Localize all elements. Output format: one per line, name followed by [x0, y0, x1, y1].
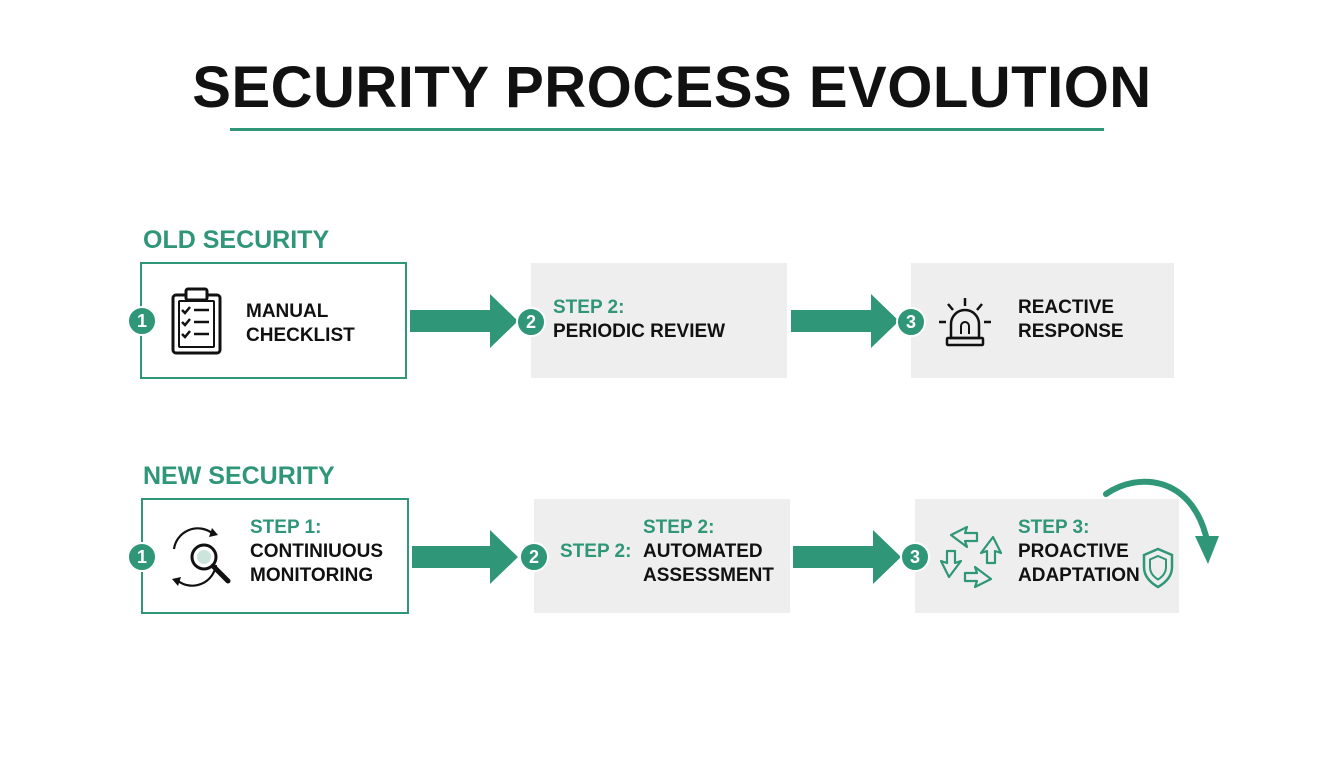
- old-step-3-line1: REACTIVE: [1018, 297, 1115, 318]
- page-title: SECURITY PROCESS EVOLUTION: [192, 55, 1152, 120]
- new-step-1-line2: MONITORING: [250, 565, 374, 586]
- magnifier-cycle-icon: [164, 525, 238, 589]
- new-security-label: NEW SECURITY: [143, 462, 335, 490]
- old-step-3-card: [911, 263, 1174, 378]
- new-step-3-heading: STEP 3:: [1018, 517, 1090, 538]
- new-step-2-line2: ASSESSMENT: [643, 565, 774, 586]
- old-step-2-heading: STEP 2:: [553, 297, 625, 318]
- curved-loop-arrow-icon: [1098, 474, 1224, 570]
- new-step-1-heading: STEP 1:: [250, 517, 322, 538]
- old-step-3-line2: RESPONSE: [1018, 321, 1124, 342]
- new-step-1-line1: CONTINIUOUS: [250, 541, 383, 562]
- arrow-right-icon: [791, 294, 899, 348]
- new-step-3-line2: ADAPTATION: [1018, 565, 1140, 586]
- old-security-label: OLD SECURITY: [143, 226, 330, 254]
- cycle-arrows-icon: [935, 521, 1007, 593]
- alarm-siren-icon: [937, 296, 993, 350]
- clipboard-checklist-icon: [170, 286, 224, 356]
- old-step-1-line1: MANUAL: [246, 301, 329, 322]
- old-step-3-badge: 3: [896, 307, 926, 337]
- arrow-right-icon: [412, 530, 518, 584]
- new-step-3-card: [915, 499, 1179, 613]
- new-step-1-badge: 1: [127, 542, 157, 572]
- new-step-2-prefix: STEP 2:: [560, 541, 632, 562]
- title-underline: [230, 128, 1104, 131]
- new-step-2-line1: AUTOMATED: [643, 541, 763, 562]
- new-step-3-badge: 3: [900, 542, 930, 572]
- old-step-1-badge: 1: [127, 306, 157, 336]
- old-step-2-badge: 2: [516, 307, 546, 337]
- arrow-right-icon: [410, 294, 518, 348]
- new-step-2-card: [534, 499, 790, 613]
- new-step-3-line1: PROACTIVE: [1018, 541, 1129, 562]
- old-step-1-line2: CHECKLIST: [246, 325, 355, 346]
- new-step-2-heading: STEP 2:: [643, 517, 715, 538]
- shield-icon: [1141, 547, 1175, 589]
- old-step-2-line1: PERIODIC REVIEW: [553, 321, 726, 342]
- arrow-right-icon: [793, 530, 901, 584]
- old-step-1-card: [140, 262, 407, 379]
- new-step-2-badge: 2: [519, 542, 549, 572]
- old-step-2-card: [531, 263, 787, 378]
